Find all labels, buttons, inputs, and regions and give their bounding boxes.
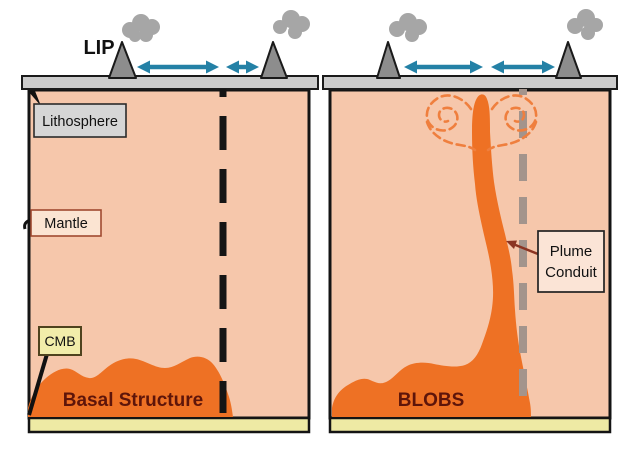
lithosphere-callout-wedge: [28, 91, 41, 106]
smoke-cloud: [567, 9, 603, 40]
plate-motion-arrow: [491, 60, 555, 74]
plume-conduit-callout-arrowhead: [506, 240, 517, 249]
mantle-callout-hook: [23, 218, 32, 230]
cmb-label-box: [38, 326, 82, 356]
left-panel: LIP Lithosphere Mantle CMB Basal Structu…: [21, 10, 319, 434]
cmb-label: CMB: [44, 333, 75, 349]
volcano: [376, 41, 401, 79]
entrainment-swirl: [425, 94, 477, 152]
mantle-label: Mantle: [44, 216, 88, 232]
left-panel-caption: Basal Structure: [63, 390, 203, 411]
lithosphere-label: Lithosphere: [42, 114, 118, 130]
lithosphere-label-box: [33, 103, 127, 138]
volcano: [260, 41, 288, 79]
plate-motion-arrow: [226, 60, 259, 74]
entrainment-swirl: [486, 94, 538, 152]
plate-motion-arrow: [404, 60, 483, 74]
cmb-layer: [27, 416, 311, 434]
plume-conduit-label-box: [537, 230, 605, 293]
plume-conduit-callout-arrow: [512, 242, 539, 256]
plume-conduit-and-blob: [332, 94, 531, 418]
lithosphere-plate: [21, 75, 319, 90]
right-panel: Plume Conduit BLOBS: [322, 9, 618, 434]
right-panel-caption: BLOBS: [398, 390, 465, 411]
cmb-callout-line: [27, 353, 49, 416]
cmb-layer: [328, 416, 612, 434]
smoke-cloud: [122, 14, 160, 42]
lip-label: LIP: [83, 37, 114, 59]
plate-motion-arrow: [137, 60, 219, 74]
smoke-cloud: [273, 10, 310, 39]
plume-conduit-label-line2: Conduit: [545, 264, 598, 281]
smoke-cloud: [389, 13, 427, 42]
plume-conduit-label-line1: Plume: [550, 243, 593, 260]
basal-structure-blob: [28, 356, 233, 417]
mantle-box: [27, 88, 311, 420]
volcano: [555, 41, 582, 79]
mantle-label-box: [30, 209, 102, 237]
volcano: [108, 41, 137, 79]
lithosphere-plate: [322, 75, 618, 90]
